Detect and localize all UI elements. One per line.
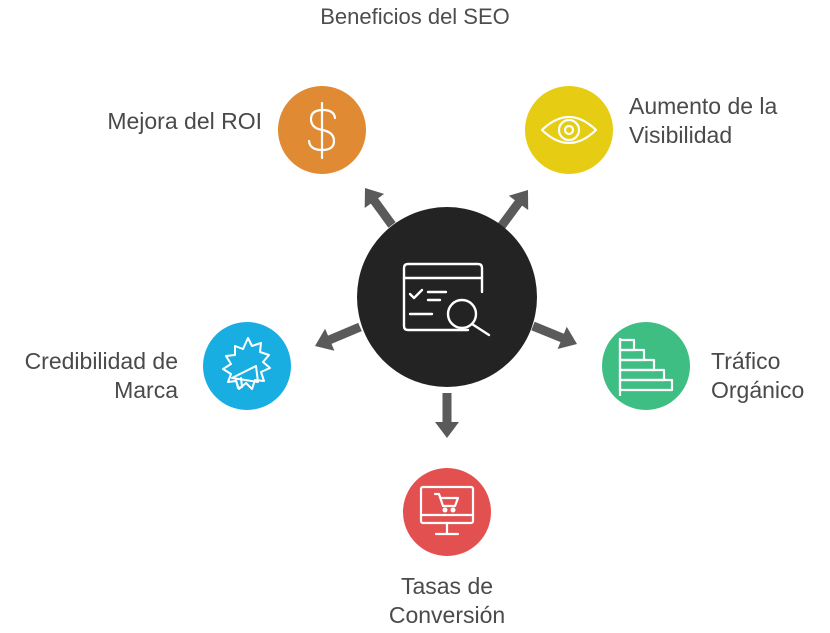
benefit-node-roi — [278, 86, 366, 174]
arrow-to-roi — [364, 188, 396, 228]
arrow-to-brand — [315, 322, 362, 351]
benefit-node-brand — [203, 322, 291, 410]
diagram-title: Beneficios del SEO — [320, 4, 510, 29]
arrow-to-traffic — [531, 321, 577, 349]
benefit-label-brand: Credibilidad de Marca — [24, 348, 178, 403]
bar-chart-icon — [618, 338, 674, 396]
eye-icon — [540, 116, 598, 144]
arrow-to-conversion — [435, 393, 459, 438]
arrows — [315, 188, 577, 438]
benefit-node-conversion — [403, 468, 491, 556]
arrow-to-visibility — [496, 190, 529, 231]
benefit-label-traffic: Tráfico Orgánico — [711, 348, 805, 403]
browser-search-icon — [402, 262, 491, 337]
benefit-label-roi: Mejora del ROI — [107, 108, 262, 134]
benefit-node-visibility — [525, 86, 613, 174]
benefit-label-visibility: Aumento de la Visibilidad — [629, 93, 778, 148]
dollar-icon — [307, 101, 337, 160]
center-node — [357, 207, 537, 387]
shopping-cart-monitor-icon — [419, 485, 475, 536]
benefit-label-conversion: Tasas de Conversión — [388, 573, 506, 628]
benefit-node-traffic — [602, 322, 690, 410]
megaphone-icon — [222, 337, 271, 390]
